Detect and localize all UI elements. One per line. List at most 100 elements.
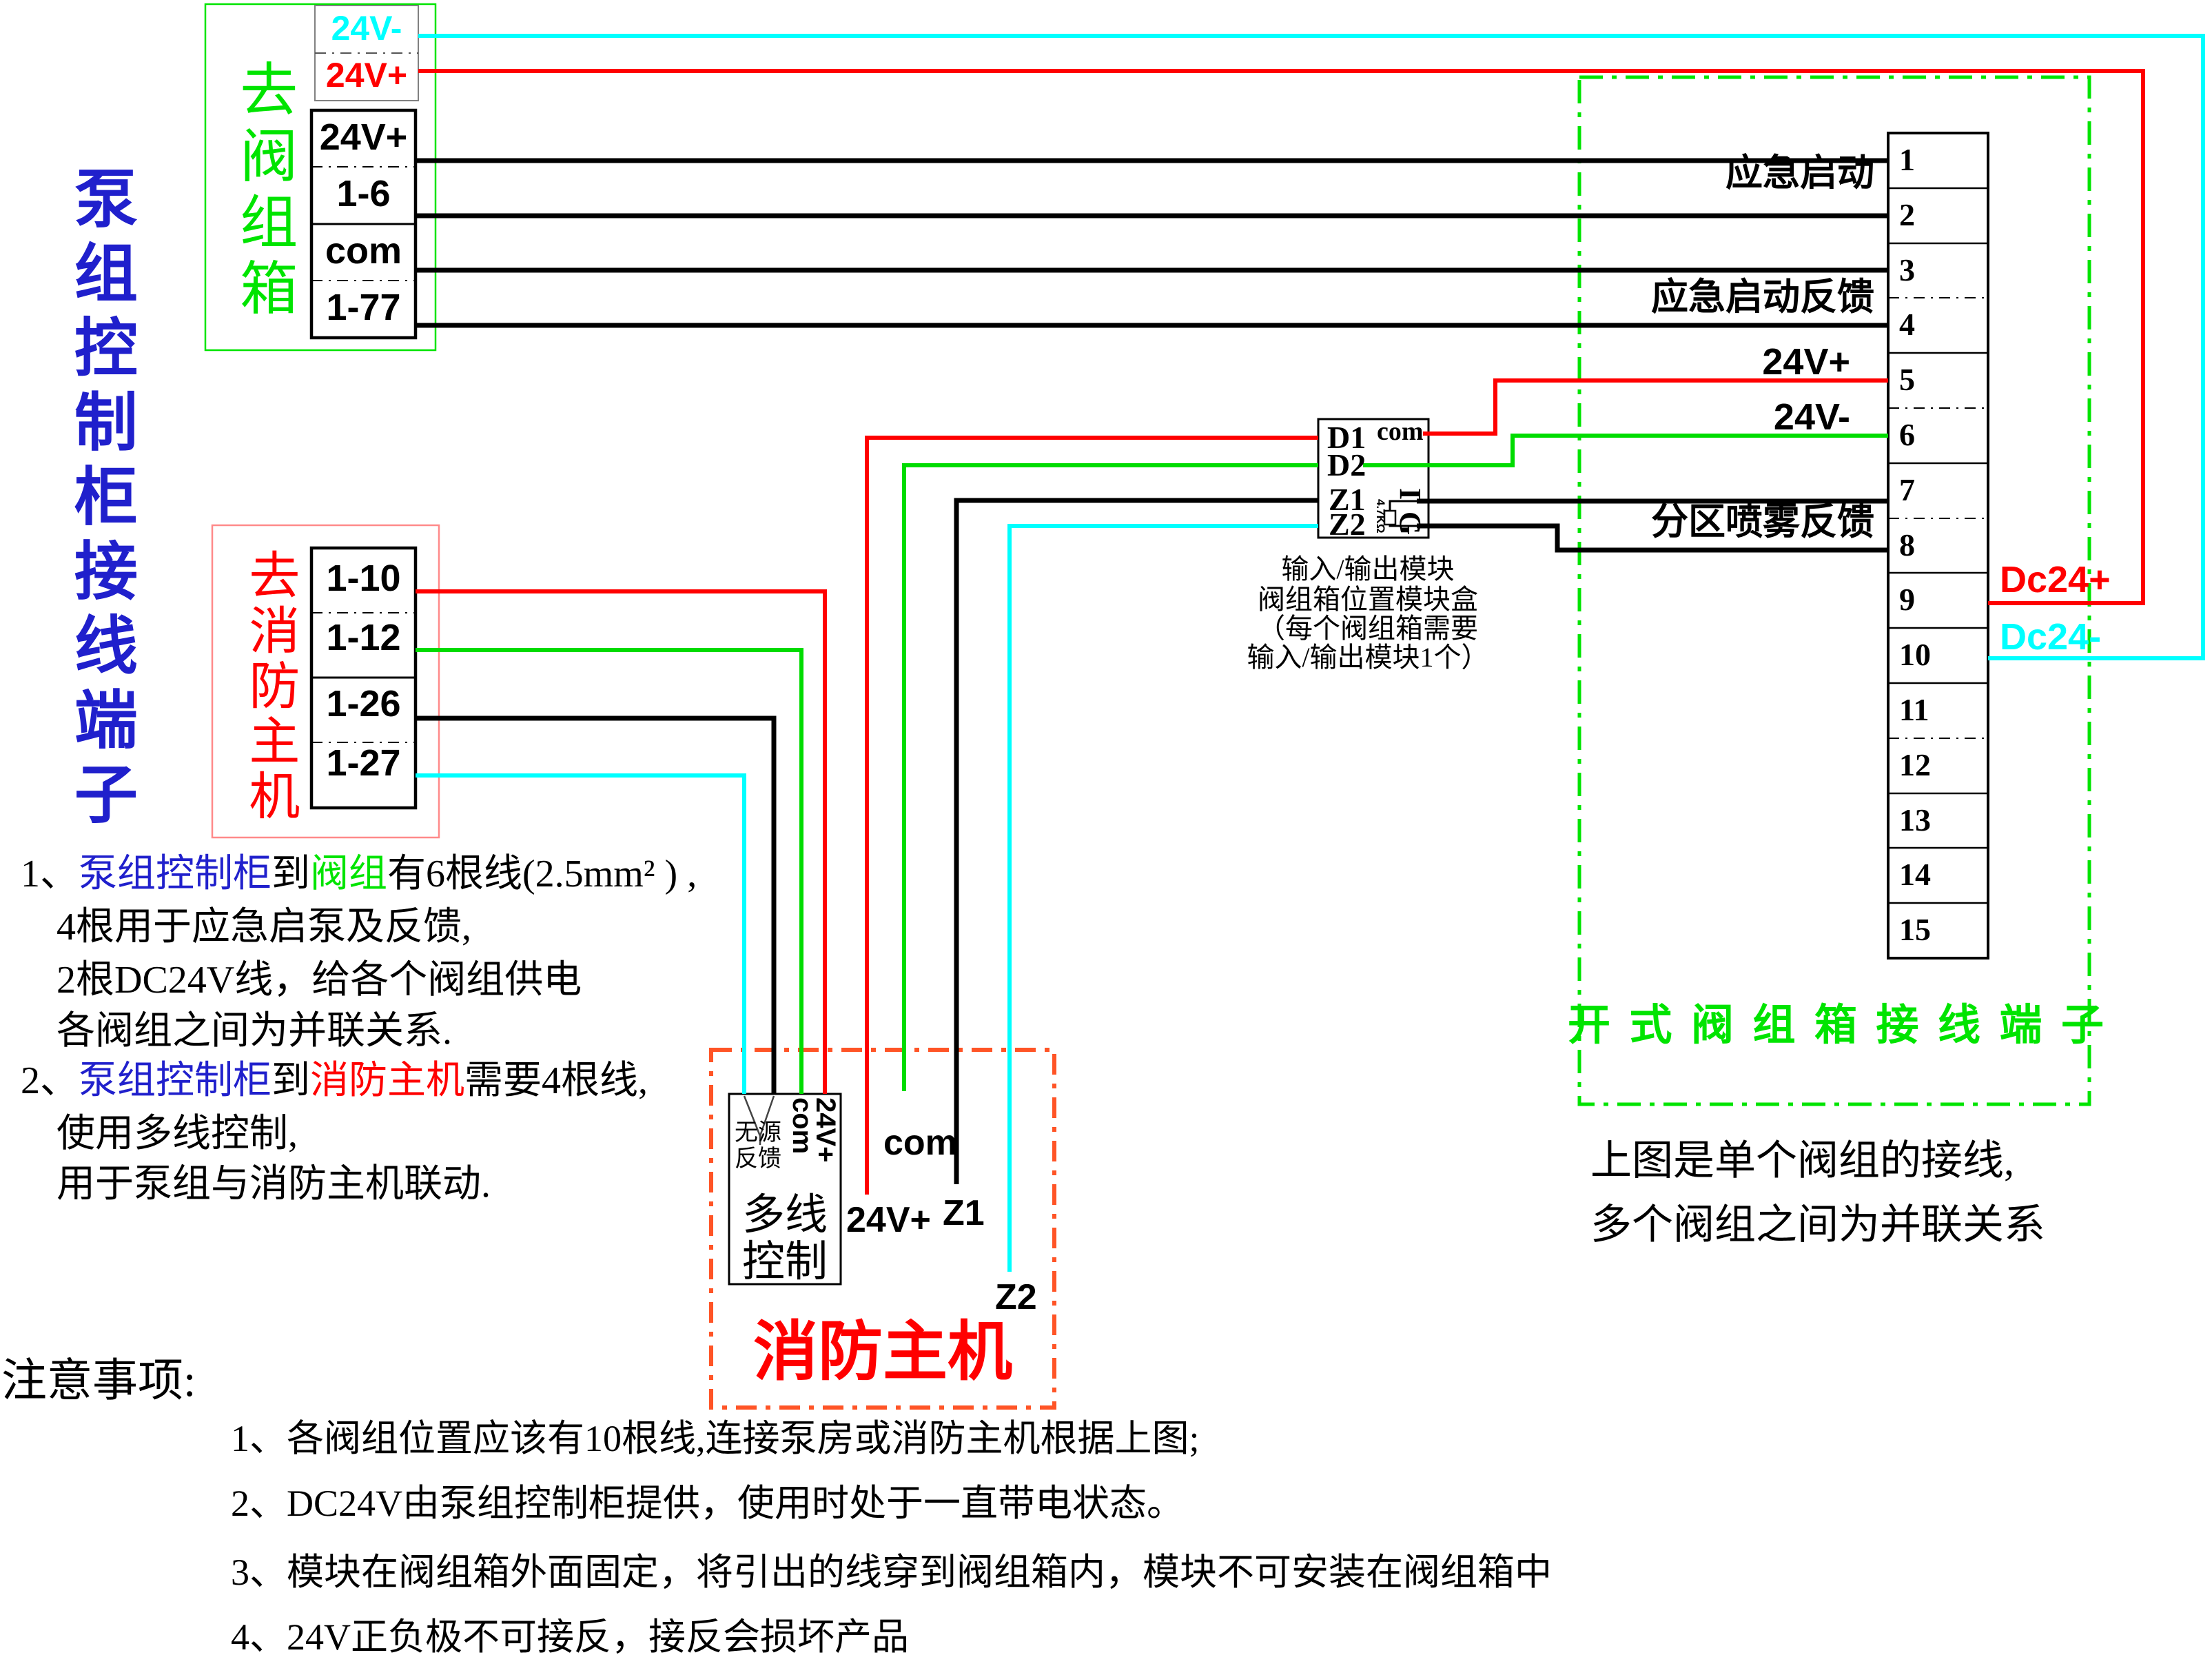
note2-number: 2、 (21, 1059, 79, 1102)
module-terminal-z2: Z2 (1329, 507, 1366, 542)
module-terminal-d2: D2 (1327, 447, 1366, 483)
wire-z2-to-firehost (1007, 524, 1318, 1272)
wire-1-10-to-multiline (416, 589, 827, 1094)
multiline-rotated-24v: 24V+ (810, 1097, 841, 1163)
fire-terminal-1-12: 1-12 (326, 617, 401, 658)
module-terminal-i: I (1393, 488, 1427, 500)
strip-number-2: 2 (1899, 197, 1915, 232)
strip-number-1: 1 (1899, 142, 1915, 177)
passive-feedback-line1: 无源 (735, 1120, 781, 1146)
module-caption-line1: 输入/输出模块 (1281, 554, 1455, 585)
strip-number-12: 12 (1899, 747, 1931, 782)
note2-pump-cabinet: 泵组控制柜 (79, 1059, 272, 1102)
valve-signal-terminal-1-6: 1-6 (336, 173, 391, 214)
strip-number-4: 4 (1899, 307, 1915, 342)
power-terminal-24v-neg: 24V- (331, 9, 402, 48)
note1-line4: 各阀组之间为并联关系. (57, 1010, 452, 1053)
note1-rest: 有6根线(2.5mm² ) , (387, 853, 697, 895)
label-24v-pos: 24V+ (1762, 341, 1850, 383)
open-valve-box-dashed-border (1577, 75, 2091, 1106)
open-valve-box-title: 开 式 阀 组 箱 接 线 端 子 (1567, 1002, 2108, 1049)
strip-number-3: 3 (1899, 252, 1915, 287)
module-caption-line2: 阀组箱位置模块盒 (1258, 584, 1478, 615)
resistor-value-label: 4.7KΩ (1374, 499, 1387, 534)
label-emergency-start: 应急启动 (1725, 152, 1874, 194)
firehost-label-z2: Z2 (995, 1277, 1037, 1317)
caution-item-1: 1、各阀组位置应该有10根线,连接泵房或消防主机根据上图; (231, 1418, 1200, 1459)
pump-cabinet-vertical-title: 泵组控制柜接线端子 (65, 165, 136, 835)
module-terminal-d1: D1 (1327, 420, 1366, 455)
fire-host-dashed-border (709, 1048, 1056, 1410)
firehost-label-com: com (883, 1123, 957, 1163)
resistor-lead-top (1389, 500, 1417, 511)
label-24v-neg: 24V- (1773, 396, 1850, 438)
passive-feedback-line2: 反馈 (735, 1146, 781, 1172)
wire-d2-to-t6 (1363, 434, 1888, 467)
caution-item-3: 3、模块在阀组箱外面固定，将引出的线穿到阀组箱内，模块不可安装在阀组箱中 (231, 1552, 1552, 1593)
firehost-label-24v-pos: 24V+ (846, 1200, 931, 1240)
multiline-control-row1: 多线 (741, 1192, 828, 1239)
note1-line2: 4根用于应急启泵及反馈, (57, 906, 471, 948)
strip-number-9: 9 (1899, 582, 1915, 617)
label-dc24-neg: Dc24- (2000, 616, 2102, 658)
note2-line2: 使用多线控制, (57, 1113, 298, 1155)
valve-signal-terminal-24vplus: 24V+ (319, 116, 408, 158)
right-caption-line2: 多个阀组之间为并联关系 (1590, 1202, 2045, 1248)
note1-line3: 2根DC24V线，给各个阀组供电 (57, 959, 582, 1002)
wire-com-to-t5 (1423, 378, 1888, 436)
note1-line1: 1、泵组控制柜到阀组有6根线(2.5mm² ) , (21, 853, 697, 895)
strip-number-8: 8 (1899, 527, 1915, 562)
wire-24vplus-dc24plus (418, 69, 2145, 605)
wire-d1-to-firehost (865, 436, 1318, 1195)
wire-d2-to-firehost (902, 463, 1318, 1091)
fire-host-title: 消防主机 (752, 1317, 1012, 1388)
valve-signal-terminal-1-77: 1-77 (326, 287, 401, 328)
module-caption-line3: （每个阀组箱需要 (1258, 613, 1478, 644)
module-caption-line4: 输入/输出模块1个） (1247, 642, 1489, 673)
caution-item-4: 4、24V正负极不可接反，接反会损坏产品 (231, 1616, 909, 1655)
fire-terminal-1-27: 1-27 (326, 742, 401, 784)
fire-terminal-1-26: 1-26 (326, 683, 401, 724)
multiline-control-row2: 控制 (741, 1239, 828, 1286)
firehost-label-z1: Z1 (943, 1193, 985, 1233)
module-terminal-z1: Z1 (1329, 482, 1366, 517)
right-caption-line1: 上图是单个阀组的接线, (1590, 1138, 2014, 1184)
note2-to: 到 (272, 1059, 310, 1102)
fire-terminal-1-10: 1-10 (326, 558, 401, 599)
wire-1-27-to-multiline (416, 773, 746, 1094)
module-terminal-g: G (1393, 511, 1427, 536)
strip-number-6: 6 (1899, 417, 1915, 452)
strip-number-13: 13 (1899, 802, 1931, 837)
strip-number-14: 14 (1899, 857, 1931, 892)
note2-rest: 需要4根线, (464, 1059, 648, 1102)
to-fire-host-title: 去消防主机 (240, 549, 298, 824)
valve-box-terminal-strip (1887, 132, 1989, 960)
strip-number-15: 15 (1899, 912, 1931, 947)
caution-item-2: 2、DC24V由泵组控制柜提供，使用时处于一直带电状态。 (231, 1483, 1185, 1524)
note1-pump-cabinet: 泵组控制柜 (79, 853, 272, 895)
wire-z1-to-firehost (954, 498, 1318, 1184)
note2-line3: 用于泵组与消防主机联动. (57, 1163, 491, 1206)
note1-number: 1、 (21, 853, 79, 895)
note2-line1: 2、泵组控制柜到消防主机需要4根线, (21, 1060, 648, 1101)
strip-number-5: 5 (1899, 362, 1915, 397)
label-dc24-pos: Dc24+ (2000, 559, 2111, 600)
label-zone-spray-feedback: 分区喷雾反馈 (1651, 501, 1874, 542)
strip-number-10: 10 (1899, 637, 1931, 672)
note1-valve-group: 阀组 (310, 853, 387, 895)
strip-number-7: 7 (1899, 472, 1915, 507)
wire-g-to-t8 (1417, 523, 1888, 553)
module-terminal-com: com (1377, 417, 1424, 446)
wire-1-26-to-multiline (416, 715, 777, 1094)
resistor-lead-bottom (1389, 525, 1417, 527)
cautions-header: 注意事项: (1, 1356, 196, 1406)
io-module-box (1317, 418, 1430, 539)
valve-group-outline-box (204, 3, 437, 352)
valve-signal-terminal-com: com (325, 230, 402, 272)
fire-host-terminals-outline-box (211, 524, 440, 839)
note2-fire-host: 消防主机 (310, 1059, 464, 1102)
wire-24vminus-dc24minus (418, 34, 2205, 660)
note1-to: 到 (272, 853, 310, 895)
